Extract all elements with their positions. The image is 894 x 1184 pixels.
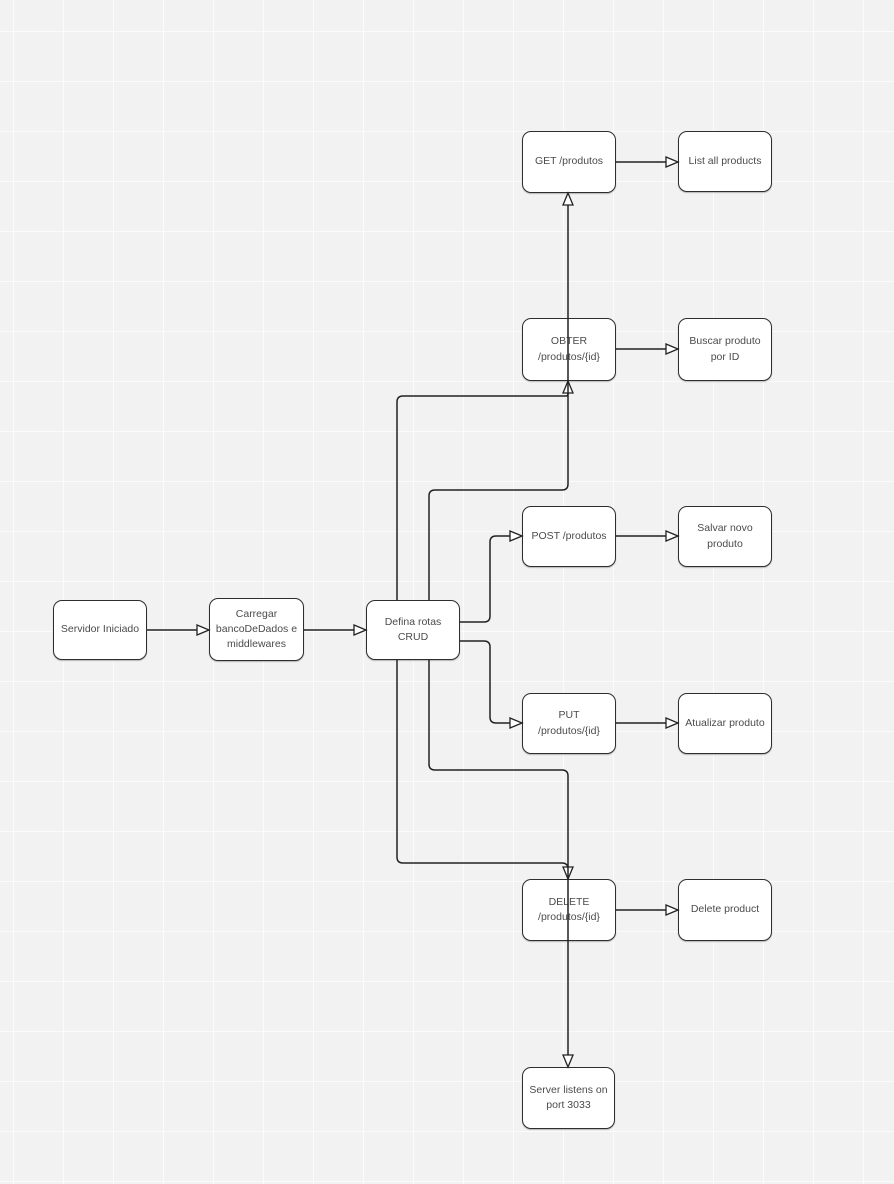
- node-delete-product[interactable]: Delete product: [678, 879, 772, 941]
- arrowhead-icon: [665, 904, 680, 916]
- node-label: Atualizar produto: [685, 716, 765, 729]
- node-carregar-banco[interactable]: Carregar bancoDeDados e middlewares: [209, 598, 304, 661]
- node-label: Delete product: [690, 903, 760, 916]
- arrowhead-icon: [509, 717, 524, 729]
- arrowhead-icon: [562, 1054, 574, 1069]
- node-label: POST /produtos: [531, 529, 607, 542]
- node-label: Servidor Iniciado: [60, 623, 140, 636]
- node-list-all-products[interactable]: List all products: [678, 131, 772, 192]
- edge-get-produtos-to-list-all-products: [616, 156, 680, 168]
- arrowhead-icon: [562, 866, 574, 881]
- node-label: List all products: [688, 154, 762, 167]
- node-label: Salvar novo produto: [697, 522, 753, 550]
- edge-defina-rotas-to-put-produtos-id: [460, 640, 524, 729]
- node-servidor-iniciado[interactable]: Servidor Iniciado: [53, 600, 147, 660]
- edge-defina-rotas-to-post-produtos: [460, 530, 524, 623]
- node-label: Carregar bancoDeDados e middlewares: [215, 607, 298, 651]
- node-label: OBTER /produtos/{id}: [538, 335, 600, 363]
- arrowhead-icon: [665, 717, 680, 729]
- node-label: Defina rotas CRUD: [384, 615, 442, 643]
- arrowhead-icon: [353, 624, 368, 636]
- node-atualizar-produto[interactable]: Atualizar produto: [678, 693, 772, 754]
- arrowhead-icon: [562, 191, 574, 206]
- node-label: DELETE /produtos/{id}: [538, 895, 600, 923]
- node-post-produtos[interactable]: POST /produtos: [522, 506, 616, 567]
- arrowhead-icon: [665, 343, 680, 355]
- edge-obter-produtos-id-to-buscar-produto-por-id: [616, 343, 680, 355]
- edge-post-produtos-to-salvar-novo-produto: [616, 530, 680, 542]
- node-label: GET /produtos: [534, 155, 604, 168]
- edge-carregar-banco-to-defina-rotas: [304, 624, 368, 636]
- node-server-listens[interactable]: Server listens on port 3033: [522, 1067, 615, 1129]
- edge-defina-rotas-to-obter-produtos-id: [396, 379, 574, 600]
- node-put-produtos-id[interactable]: PUT /produtos/{id}: [522, 693, 616, 754]
- node-label: Server listens on port 3033: [529, 1083, 608, 1111]
- node-defina-rotas[interactable]: Defina rotas CRUD: [366, 600, 460, 660]
- edge-servidor-iniciado-to-carregar-banco: [147, 624, 211, 636]
- node-label: PUT /produtos/{id}: [538, 709, 600, 737]
- edge-put-produtos-id-to-atualizar-produto: [616, 717, 680, 729]
- node-get-produtos[interactable]: GET /produtos: [522, 131, 616, 193]
- node-label: Buscar produto por ID: [689, 335, 761, 363]
- node-delete-produtos-id[interactable]: DELETE /produtos/{id}: [522, 879, 616, 941]
- node-salvar-novo-produto[interactable]: Salvar novo produto: [678, 506, 772, 567]
- edge-delete-produtos-id-to-delete-product: [616, 904, 680, 916]
- node-obter-produtos-id[interactable]: OBTER /produtos/{id}: [522, 318, 616, 381]
- arrowhead-icon: [562, 379, 574, 394]
- arrowhead-icon: [665, 530, 680, 542]
- arrowhead-icon: [196, 624, 211, 636]
- node-buscar-produto-por-id[interactable]: Buscar produto por ID: [678, 318, 772, 381]
- arrowhead-icon: [665, 156, 680, 168]
- arrowhead-icon: [509, 530, 524, 542]
